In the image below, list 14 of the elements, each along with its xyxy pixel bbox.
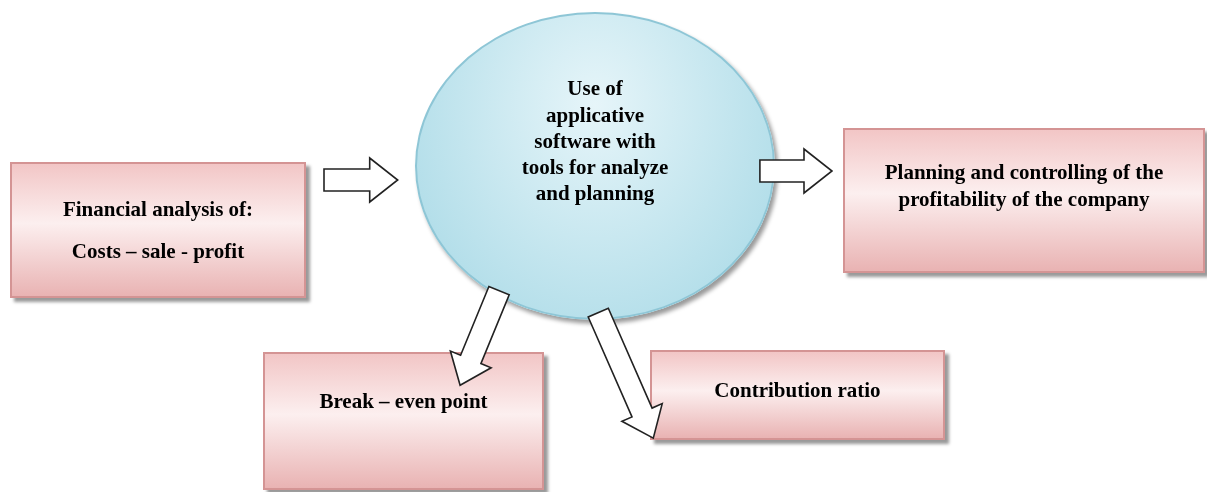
block-arrow bbox=[759, 147, 834, 195]
block-arrow bbox=[587, 307, 664, 440]
process-box bbox=[650, 350, 945, 440]
node-text: Break – even point bbox=[319, 387, 488, 415]
node-text: Costs – sale - profit bbox=[71, 238, 245, 265]
process-box bbox=[843, 128, 1205, 273]
process-box bbox=[263, 352, 544, 490]
node-text: Planning and controlling of the profitability of the company bbox=[883, 159, 1165, 212]
process-box bbox=[10, 162, 306, 298]
block-arrow bbox=[323, 156, 399, 204]
block-arrow bbox=[449, 285, 511, 387]
node-text: Financial analysis of: bbox=[62, 195, 254, 222]
node-text: Use of applicative software with tools for analyze and planning bbox=[520, 75, 670, 207]
node-text: Contribution ratio bbox=[714, 376, 881, 404]
